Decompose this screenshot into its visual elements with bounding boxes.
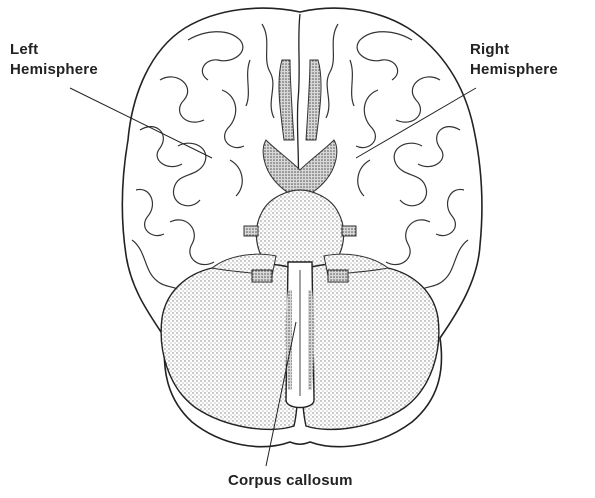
right-hemisphere-label-line2: Hemisphere xyxy=(470,60,558,80)
left-hemisphere-label-line1: Left xyxy=(10,40,98,60)
left-hemisphere-label-line2: Hemisphere xyxy=(10,60,98,80)
right-hemisphere-label-line1: Right xyxy=(470,40,558,60)
left-hemisphere-label: Left Hemisphere xyxy=(10,40,98,80)
right-hemisphere-label: Right Hemisphere xyxy=(470,40,558,80)
corpus-callosum-label: Corpus callosum xyxy=(228,471,353,491)
